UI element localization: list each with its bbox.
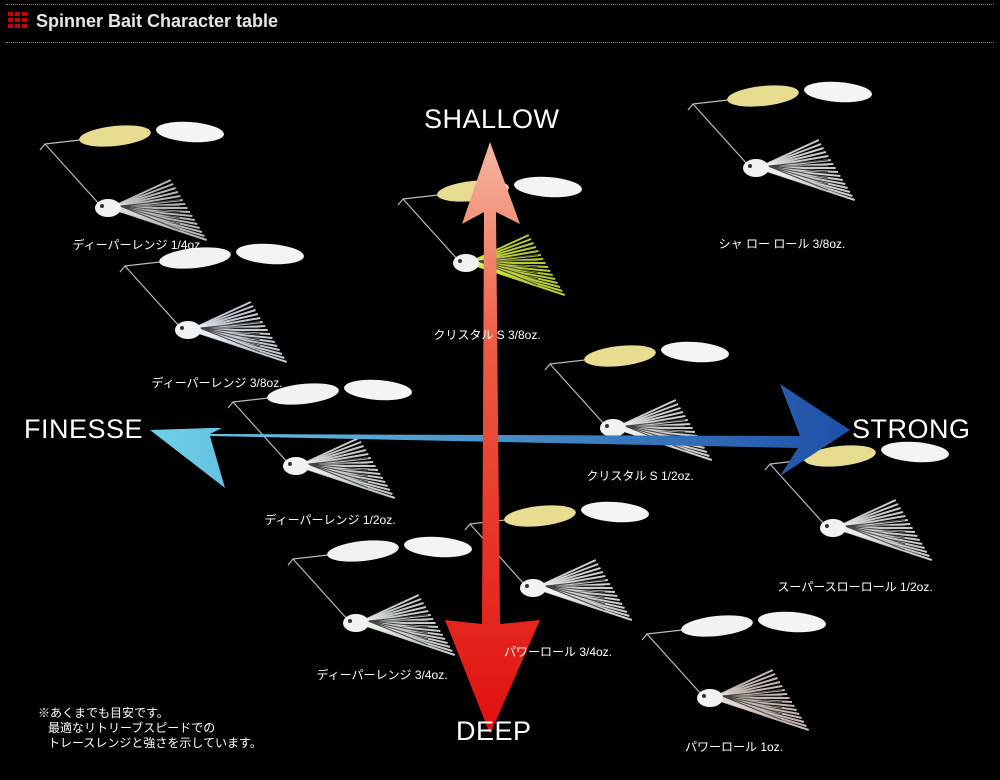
lure-label: ディーパーレンジ 1/4oz. [72,238,204,252]
axis-label-shallow: SHALLOW [424,104,560,134]
lure-label: シャ ロー ロール 3/8oz. [718,237,846,251]
axis-label-finesse: FINESSE [24,414,144,444]
blade-icon [159,247,231,269]
blade-icon [236,243,304,265]
lure-label: クリスタル S 1/2oz. [586,469,694,483]
blade-icon [79,125,151,147]
spinnerbait-image [687,81,872,201]
spinnerbait-image [544,341,729,461]
lure-label: ディーパーレンジ 3/4oz. [316,668,448,682]
vertical-axis-arrow [445,142,540,734]
spinnerbait-image [464,501,649,621]
lure-head [175,321,201,339]
horizontal-axis-arrow [150,384,850,488]
lure-images [39,81,949,731]
blade-icon [584,345,656,367]
lure-head [453,254,479,272]
character-diagram [39,81,949,734]
blade-icon [581,501,649,523]
blade-icon [681,615,753,637]
spinnerbait-image [119,243,304,363]
blade-icon [504,505,576,527]
blade-icon [344,379,412,401]
blade-icon [404,536,472,558]
spinnerbait-image [287,536,472,656]
divider [6,42,994,43]
blade-icon [514,176,582,198]
blade-icon [327,540,399,562]
lure-head [95,199,121,217]
lure-head [600,419,626,437]
lure-head [697,689,723,707]
lure-label: クリスタル S 3/8oz. [433,328,541,342]
lure-head [820,519,846,537]
spinnerbait-image [39,121,224,241]
axis-label-strong: STRONG [852,414,971,444]
lure-label: ディーパーレンジ 3/8oz. [151,376,283,390]
lure-label: パワーロール 3/4oz. [503,645,613,659]
page-title: Spinner Bait Character table [36,11,279,31]
axis-label-deep: DEEP [456,716,532,746]
grid-dots-icon [8,12,28,28]
spinnerbait-image [227,379,412,499]
blade-icon [661,341,729,363]
blade-icon [804,81,872,103]
spinnerbait-image [764,441,949,561]
lure-head [743,159,769,177]
header: Spinner Bait Character table [0,0,1000,44]
lure-label: ディーパーレンジ 1/2oz. [264,513,396,527]
blade-icon [804,445,876,467]
lure-label: スーパースローロール 1/2oz. [777,580,933,594]
blade-icon [727,85,799,107]
lure-head [520,579,546,597]
disclaimer-note: ※あくまでも目安です。 最適なリトリーブスピードでの トレースレンジと強さを示し… [38,706,262,750]
lure-label: パワーロール 1oz. [684,740,784,754]
blade-icon [156,121,224,143]
divider [6,4,994,5]
blade-icon [267,383,339,405]
spinnerbait-image [641,611,826,731]
lure-head [283,457,309,475]
blade-icon [881,441,949,463]
lure-head [343,614,369,632]
blade-icon [758,611,826,633]
